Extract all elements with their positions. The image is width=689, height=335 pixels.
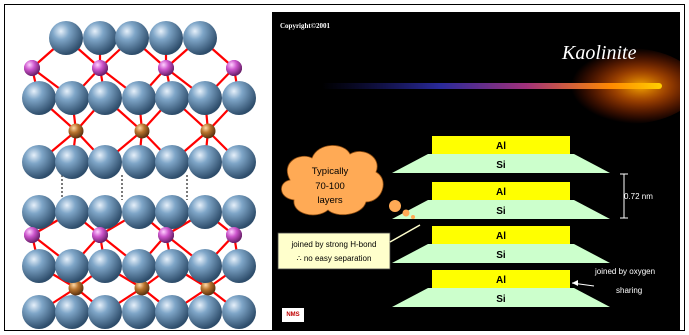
oxygen-atom	[22, 195, 56, 229]
al-layer	[432, 136, 570, 154]
oxygen-atom	[49, 21, 83, 55]
figure-frame	[4, 4, 685, 331]
aluminum-atom	[68, 123, 84, 139]
si-label: Si	[496, 294, 506, 305]
oxygen-atom	[88, 249, 122, 283]
hbond-line-2: ∴ no easy separation	[297, 254, 372, 263]
oxygen-atom	[188, 195, 222, 229]
al-layer	[432, 226, 570, 244]
oxygen-atom	[55, 249, 89, 283]
si-layer	[392, 200, 610, 219]
oxygen-atom	[22, 249, 56, 283]
oxygen-atom	[22, 81, 56, 115]
silicon-atom	[158, 227, 174, 243]
si-label: Si	[496, 160, 506, 171]
oxygen-atom	[188, 145, 222, 179]
oxygen-atom	[88, 195, 122, 229]
si-layer	[392, 154, 610, 173]
oxygen-atom	[222, 195, 256, 229]
si-layer	[392, 244, 610, 263]
oxygen-atom	[222, 81, 256, 115]
oxygen-atom	[222, 295, 256, 329]
oxygen-atom	[155, 81, 189, 115]
oxygen-atom	[55, 81, 89, 115]
silicon-atom	[92, 227, 108, 243]
comet-streak	[322, 83, 662, 89]
silicon-atom	[226, 227, 242, 243]
aluminum-atom	[134, 280, 150, 296]
aluminum-atom	[200, 280, 216, 296]
oxygen-atom	[222, 145, 256, 179]
silicon-atom	[24, 227, 40, 243]
atoms	[22, 21, 256, 329]
oxygen-atom	[55, 295, 89, 329]
oxygen-atom	[149, 21, 183, 55]
oxygen-atom	[122, 81, 156, 115]
copyright-text: Copyright©2001	[280, 22, 330, 30]
si-label: Si	[496, 206, 506, 217]
oxygen-atom	[188, 249, 222, 283]
oxygen-line-1: joined by oxygen	[594, 267, 655, 276]
silicon-atom	[92, 60, 108, 76]
spacing-bracket	[620, 173, 628, 219]
oxygen-atom	[122, 249, 156, 283]
si-layer	[392, 288, 610, 307]
oxygen-atom	[83, 21, 117, 55]
oxygen-atom	[222, 249, 256, 283]
oxygen-atom	[183, 21, 217, 55]
cloud-line-3: layers	[317, 195, 343, 206]
oxygen-atom	[88, 81, 122, 115]
oxygen-atom	[22, 295, 56, 329]
cloud-line-2: 70-100	[315, 181, 345, 192]
oxygen-atom	[122, 295, 156, 329]
hbond-pointer	[389, 224, 421, 243]
oxygen-line-2: sharing	[616, 286, 642, 295]
oxygen-atom	[155, 195, 189, 229]
aluminum-atom	[134, 123, 150, 139]
oxygen-arrow-head	[572, 280, 578, 286]
oxygen-atom	[88, 145, 122, 179]
hbond-line-1: joined by strong H-bond	[291, 240, 377, 249]
al-label: Al	[496, 275, 506, 286]
oxygen-atom	[188, 81, 222, 115]
crystal-structure-model	[22, 21, 256, 329]
al-layer	[432, 182, 570, 200]
mineral-title: Kaolinite	[562, 42, 637, 64]
oxygen-atom	[55, 195, 89, 229]
oxygen-atom	[155, 145, 189, 179]
oxygen-atom	[22, 145, 56, 179]
crystal-atoms	[22, 21, 256, 329]
oxygen-atom	[122, 145, 156, 179]
oxygen-atom	[155, 295, 189, 329]
oxygen-atom	[115, 21, 149, 55]
hbond-box	[277, 232, 391, 270]
al-label: Al	[496, 187, 506, 198]
al-layer	[432, 270, 570, 288]
oxygen-atom	[88, 295, 122, 329]
aluminum-atom	[200, 123, 216, 139]
oxygen-atom	[55, 145, 89, 179]
al-label: Al	[496, 141, 506, 152]
si-label: Si	[496, 250, 506, 261]
oxygen-atom	[188, 295, 222, 329]
spacing-label: 0.72 nm	[624, 192, 653, 201]
cloud-callout	[281, 145, 415, 219]
cloud-line-1: Typically	[312, 166, 349, 177]
oxygen-atom	[155, 249, 189, 283]
silicon-atom	[226, 60, 242, 76]
oxygen-atom	[122, 195, 156, 229]
aluminum-atom	[68, 280, 84, 296]
al-label: Al	[496, 231, 506, 242]
silicon-atom	[24, 60, 40, 76]
silicon-atom	[158, 60, 174, 76]
publisher-logo: NMS	[282, 308, 304, 322]
